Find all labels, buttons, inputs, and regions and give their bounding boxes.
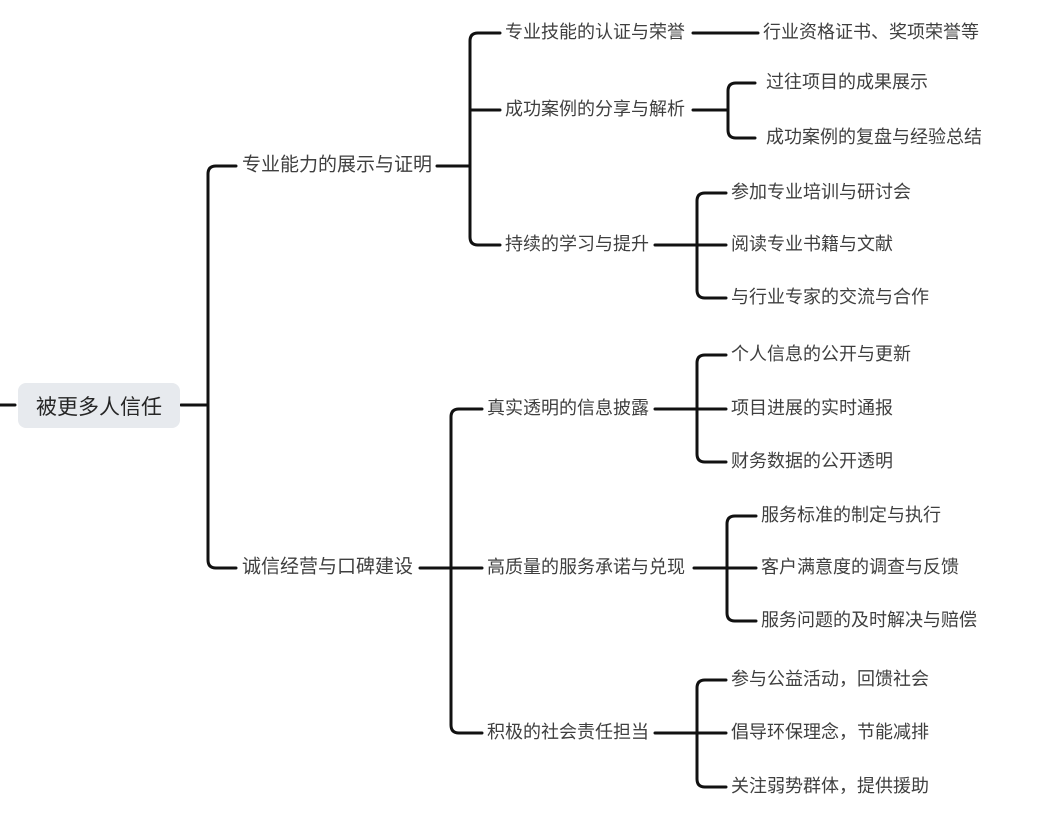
topic-1-1[interactable]: 专业技能的认证与荣誉 bbox=[505, 22, 685, 43]
topic-2-1-2[interactable]: 项目进展的实时通报 bbox=[731, 398, 893, 419]
topic-1-1-1[interactable]: 行业资格证书、奖项荣誉等 bbox=[763, 22, 979, 43]
bracket-topic2-2 bbox=[725, 514, 758, 623]
topic-2-3-1[interactable]: 参与公益活动，回馈社会 bbox=[731, 669, 929, 690]
topic-2-3-3[interactable]: 关注弱势群体，提供援助 bbox=[731, 776, 929, 797]
topic-2-2-1[interactable]: 服务标准的制定与执行 bbox=[761, 505, 941, 526]
topic-1-2[interactable]: 成功案例的分享与解析 bbox=[505, 99, 685, 120]
bracket-topic1 bbox=[468, 31, 502, 247]
main-bracket bbox=[206, 164, 238, 570]
root-topic[interactable]: 被更多人信任 bbox=[18, 383, 180, 428]
topic-2-1[interactable]: 真实透明的信息披露 bbox=[487, 398, 649, 419]
topic-2-1-3[interactable]: 财务数据的公开透明 bbox=[731, 451, 893, 472]
bracket-topic2 bbox=[449, 407, 484, 735]
topic-2-3-2[interactable]: 倡导环保理念，节能减排 bbox=[731, 722, 929, 743]
topic-2[interactable]: 诚信经营与口碑建设 bbox=[242, 556, 414, 578]
topic-2-2[interactable]: 高质量的服务承诺与兑现 bbox=[487, 557, 685, 578]
topic-2-3[interactable]: 积极的社会责任担当 bbox=[487, 722, 649, 743]
topic-2-2-2[interactable]: 客户满意度的调查与反馈 bbox=[761, 557, 959, 578]
bracket-topic2-3 bbox=[695, 678, 728, 789]
bracket-topic2-1 bbox=[695, 353, 728, 464]
topic-1-3-2[interactable]: 阅读专业书籍与文献 bbox=[731, 234, 893, 255]
bracket-topic1-3 bbox=[695, 191, 728, 300]
topic-1-3-1[interactable]: 参加专业培训与研讨会 bbox=[731, 182, 911, 203]
bracket-topic1-2 bbox=[726, 81, 757, 140]
topic-1-3-3[interactable]: 与行业专家的交流与合作 bbox=[731, 287, 929, 308]
topic-1[interactable]: 专业能力的展示与证明 bbox=[242, 154, 433, 176]
topic-1-2-2[interactable]: 成功案例的复盘与经验总结 bbox=[766, 127, 982, 148]
topic-1-2-1[interactable]: 过往项目的成果展示 bbox=[766, 72, 928, 93]
topic-2-2-3[interactable]: 服务问题的及时解决与赔偿 bbox=[761, 610, 977, 631]
topic-2-1-1[interactable]: 个人信息的公开与更新 bbox=[731, 344, 911, 365]
topic-1-3[interactable]: 持续的学习与提升 bbox=[505, 234, 649, 255]
